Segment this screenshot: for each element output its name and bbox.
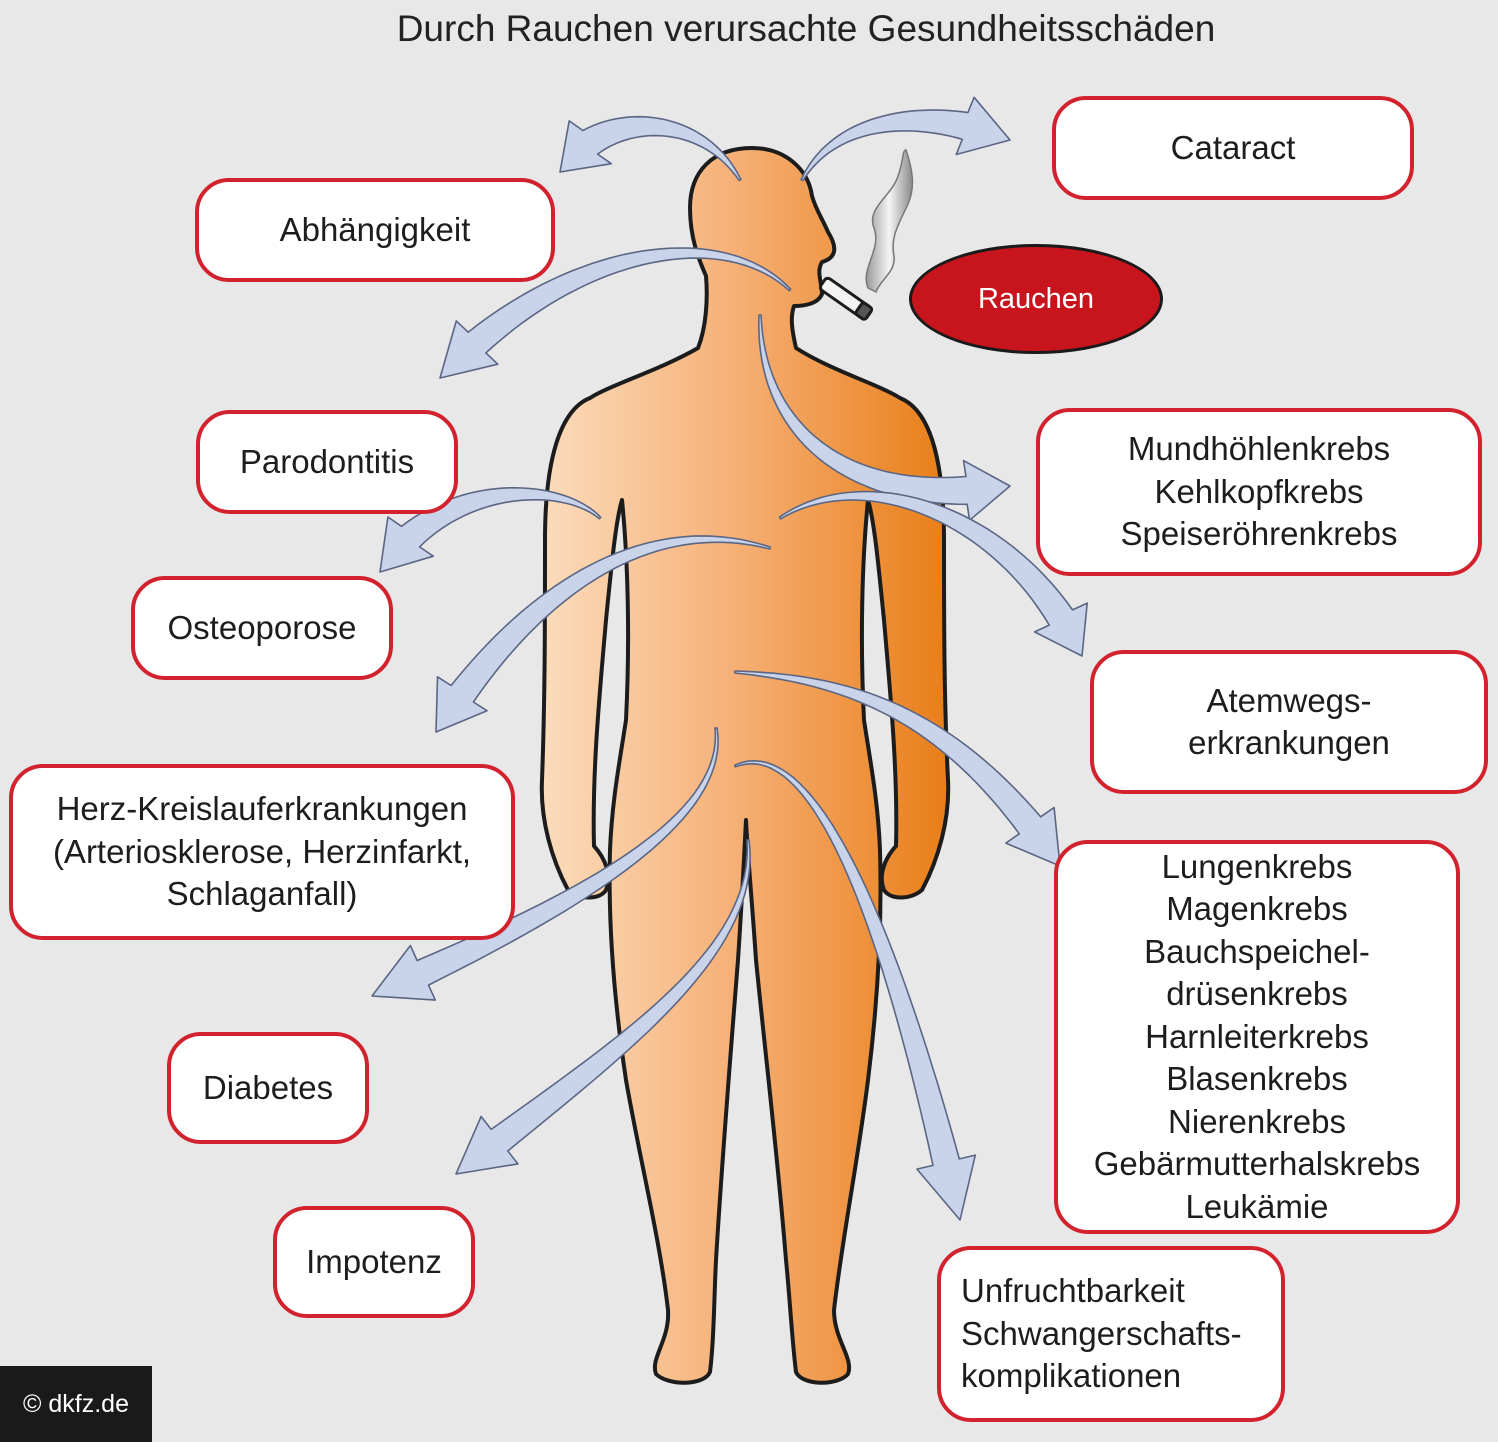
effect-line: Abhängigkeit (279, 210, 471, 248)
effect-line: Blasenkrebs (1166, 1060, 1348, 1098)
effect-line: Cataract (1170, 128, 1296, 166)
effect-line: Herz-Kreislauferkrankungen (56, 790, 468, 828)
effect-line: Leukämie (1185, 1187, 1329, 1225)
effect-line: Kehlkopfkrebs (1154, 472, 1364, 510)
effect-line: Magenkrebs (1166, 890, 1348, 928)
effect-line: Osteoporose (167, 608, 357, 646)
effect-line: drüsenkrebs (1166, 975, 1348, 1013)
effect-line: Atemwegs- (1206, 681, 1372, 719)
arrow-to-impotenz (455, 839, 751, 1175)
effect-impotenz: Impotenz (273, 1206, 475, 1318)
human-body-silhouette (539, 146, 951, 1385)
effect-line: Bauchspeichel- (1144, 932, 1370, 970)
rauchen-label: Rauchen (977, 282, 1095, 315)
effect-diabetes: Diabetes (167, 1032, 369, 1144)
effect-line: Impotenz (306, 1242, 442, 1280)
arrow-to-cataract (800, 96, 1011, 182)
effect-line: Lungenkrebs (1161, 847, 1353, 885)
effect-abhaengigkeit: Abhängigkeit (195, 178, 555, 282)
arrow-to-atemwege (778, 490, 1088, 657)
arrow-to-mund (758, 314, 1011, 522)
arrow-to-parodontitis (439, 247, 792, 379)
effect-line: Speiseröhrenkrebs (1120, 515, 1398, 553)
effect-line: komplikationen (961, 1357, 1182, 1395)
cigarette-icon (818, 276, 874, 321)
effect-line: Harnleiterkrebs (1145, 1017, 1369, 1055)
effect-line: Schlaganfall) (166, 875, 358, 913)
effect-line: Schwangerschafts- (961, 1314, 1242, 1352)
diagram-title: Durch Rauchen verursachte Gesundheitssch… (396, 8, 1216, 49)
effect-line: Nierenkrebs (1168, 1102, 1346, 1140)
effect-line: Diabetes (202, 1068, 334, 1106)
effect-line: Unfruchtbarkeit (961, 1272, 1185, 1310)
effect-line: (Arteriosklerose, Herzinfarkt, (52, 832, 472, 870)
arrow-to-krebs (734, 670, 1061, 867)
effect-atemwegserkrankungen: Atemwegs-erkrankungen (1090, 650, 1488, 794)
arrow-to-herz (435, 535, 772, 733)
effect-line: Gebärmutterhalskrebs (1093, 1145, 1421, 1183)
effect-osteoporose: Osteoporose (131, 576, 393, 680)
rauchen-node: Rauchen (909, 244, 1163, 354)
arrows-layer (371, 96, 1088, 1221)
effect-herz-kreislauf: Herz-Kreislauferkrankungen (Arteriosklero… (9, 764, 515, 940)
smoke-icon (865, 149, 914, 294)
arrow-to-diabetes (371, 727, 719, 1001)
effect-line: Parodontitis (239, 442, 415, 480)
effect-cataract: Cataract (1052, 96, 1414, 200)
effect-line: erkrankungen (1188, 724, 1390, 761)
arrow-to-unfruchtbarkeit (733, 760, 977, 1221)
effect-parodontitis: Parodontitis (196, 410, 458, 514)
effect-line: Mundhöhlenkrebs (1127, 430, 1391, 468)
copyright-label: © dkfz.de (0, 1366, 152, 1442)
arrow-to-abhaengigkeit (559, 115, 742, 182)
